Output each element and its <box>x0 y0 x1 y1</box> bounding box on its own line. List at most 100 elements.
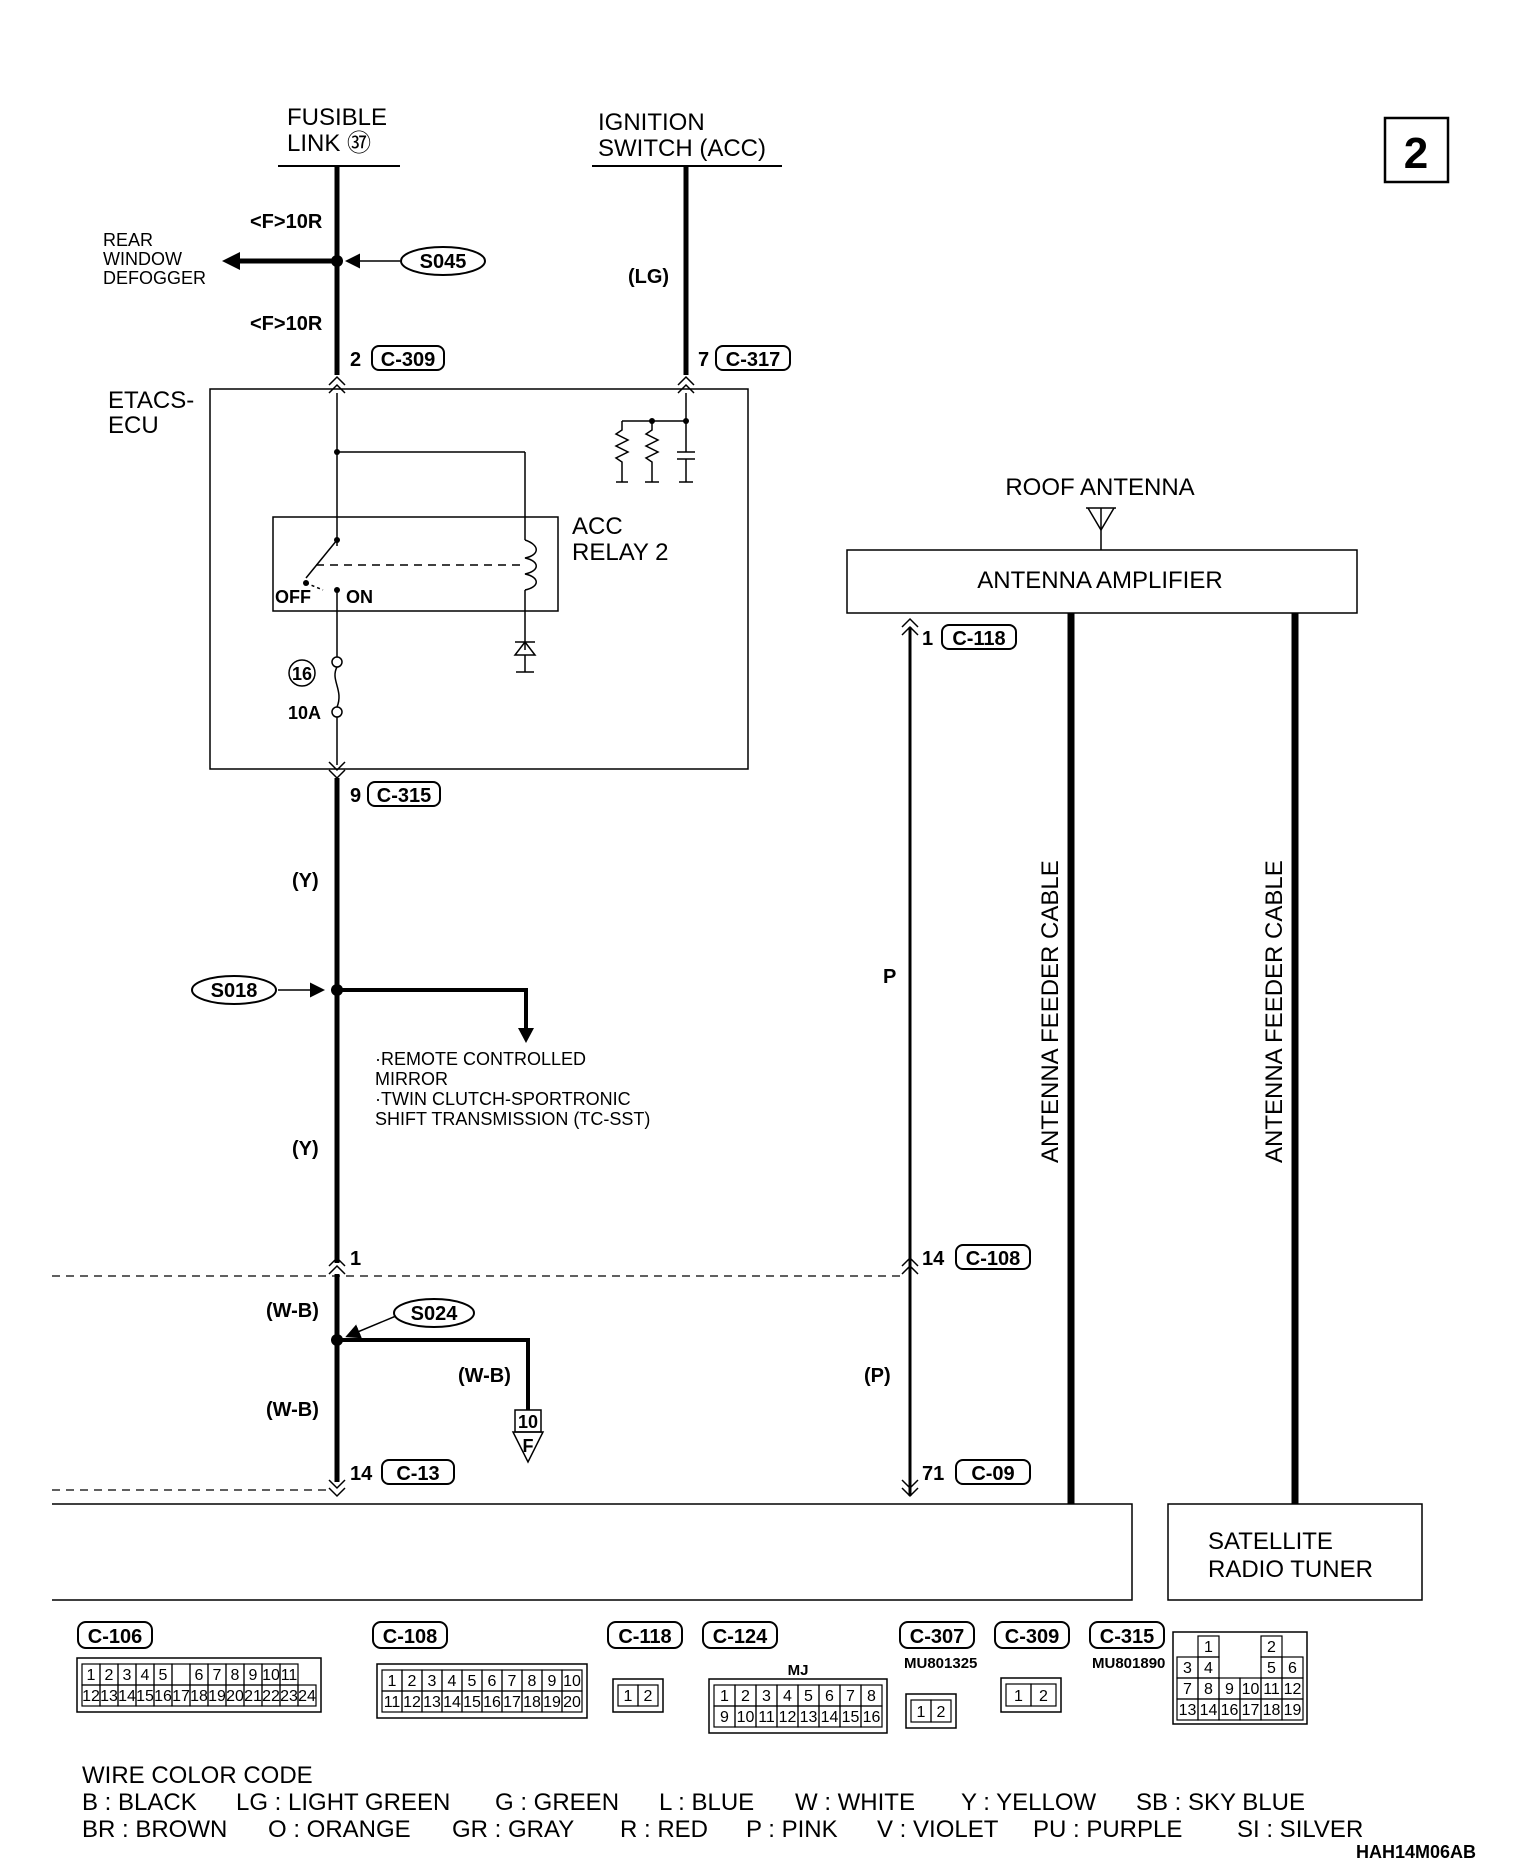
antenna-feeder-cables: ANTENNA FEEDER CABLE ANTENNA FEEDER CABL… <box>1037 613 1299 1504</box>
ignition-switch-source: IGNITION SWITCH (ACC) <box>592 109 782 167</box>
pin-label: 9 <box>720 1709 729 1726</box>
pink-wire: P (P) <box>864 617 919 1498</box>
pin-label: 17 <box>172 1688 190 1705</box>
acc-relay-label-2: RELAY 2 <box>572 539 669 566</box>
satellite-radio-tuner: SATELLITE RADIO TUNER <box>1167 1503 1423 1601</box>
rear-defogger-1: REAR <box>103 230 153 250</box>
pin-label: 18 <box>1263 1702 1281 1719</box>
pin-label: 6 <box>1288 1660 1297 1677</box>
pin-label: 14 <box>443 1694 461 1711</box>
pin-label: 2 <box>644 1688 653 1705</box>
sat-tuner-2: RADIO TUNER <box>1208 1556 1373 1583</box>
page-number: 2 <box>1404 129 1428 178</box>
pin-label: 9 <box>1225 1681 1234 1698</box>
feeder-cable-1: ANTENNA FEEDER CABLE <box>1037 860 1064 1163</box>
pin-label: 4 <box>448 1673 457 1690</box>
pin-label: 8 <box>528 1673 537 1690</box>
pin-label: 17 <box>1242 1702 1260 1719</box>
ignition-label-1: IGNITION <box>598 109 705 136</box>
pin-label: 1 <box>1204 1639 1213 1656</box>
pin-label: 12 <box>1284 1681 1302 1698</box>
connector-id: C-106 <box>88 1626 142 1648</box>
svg-text:C-118: C-118 <box>952 628 1005 650</box>
pin-label: 11 <box>758 1709 775 1726</box>
pin-label: 20 <box>226 1688 244 1705</box>
conn-ref-c309: 2 C-309 <box>350 345 445 371</box>
rear-defogger-3: DEFOGGER <box>103 268 206 288</box>
pin-label: 4 <box>783 1688 792 1705</box>
pin-label: 17 <box>503 1694 521 1711</box>
part-code: HAH14M06AB <box>1356 1842 1476 1862</box>
pin-1-label: 1 <box>350 1248 361 1270</box>
mirror-note-1: ·REMOTE CONTROLLED <box>375 1049 586 1069</box>
pin-label: 16 <box>154 1688 172 1705</box>
wire-color-title: WIRE COLOR CODE <box>82 1762 313 1789</box>
ground-number: 10 <box>518 1412 538 1432</box>
fusible-link-label-1: FUSIBLE <box>287 104 387 131</box>
relay-off: OFF <box>275 587 311 607</box>
pin-label: 10 <box>737 1709 755 1726</box>
pin-label: 1 <box>917 1704 926 1721</box>
svg-text:14: 14 <box>922 1248 945 1270</box>
connector-id: C-307 <box>910 1626 964 1648</box>
svg-text:14: 14 <box>350 1463 373 1485</box>
pin-label: 5 <box>159 1667 168 1684</box>
fuse-amp: 10A <box>288 703 321 723</box>
pin-label: 11 <box>281 1667 298 1684</box>
pin-label: 5 <box>804 1688 813 1705</box>
svg-text:2: 2 <box>350 349 361 371</box>
pin-label: 7 <box>213 1667 222 1684</box>
fusible-link-label-2: LINK ㊲ <box>287 130 371 157</box>
mirror-note-3: ·TWIN CLUTCH-SPORTRONIC <box>375 1089 631 1109</box>
svg-text:C-108: C-108 <box>966 1248 1020 1270</box>
feeder-cable-2: ANTENNA FEEDER CABLE <box>1261 860 1288 1163</box>
mirror-note-4: SHIFT TRANSMISSION (TC-SST) <box>375 1109 650 1129</box>
pin-label: 1 <box>388 1673 397 1690</box>
conn-ref-c13: 14 C-13 <box>328 1459 455 1498</box>
pin-label: 9 <box>249 1667 258 1684</box>
splice-s018: S018 <box>211 980 258 1002</box>
relay-on: ON <box>346 587 373 607</box>
pin-label: 13 <box>423 1694 441 1711</box>
pin-label: 9 <box>548 1673 557 1690</box>
connector-id: C-315 <box>1100 1626 1154 1648</box>
fuse-number: 16 <box>292 664 312 684</box>
connector-id: C-118 <box>618 1626 671 1648</box>
wb-label-2: (W-B) <box>266 1399 319 1421</box>
pin-label: 19 <box>1284 1702 1302 1719</box>
y-wire-label-1: (Y) <box>292 870 319 892</box>
wire-color-entry: P : PINK <box>746 1816 838 1843</box>
wire-color-entry: LG : LIGHT GREEN <box>236 1789 450 1816</box>
pin-label: 2 <box>741 1688 750 1705</box>
pin-label: 6 <box>195 1667 204 1684</box>
pin-label: 3 <box>123 1667 132 1684</box>
wire-color-entry: L : BLUE <box>659 1789 754 1816</box>
fusible-link-source: FUSIBLE LINK ㊲ <box>278 104 400 167</box>
page-number-box: 2 <box>1383 116 1450 184</box>
conn-ref-c315: 9 C-315 <box>350 781 441 807</box>
pin-label: 1 <box>720 1688 729 1705</box>
connector-id: C-309 <box>1005 1626 1059 1648</box>
pin-label: 7 <box>846 1688 855 1705</box>
pin-label: 24 <box>298 1688 316 1705</box>
wire-color-entry: G : GREEN <box>495 1789 619 1816</box>
connector-tag: MJ <box>788 1662 809 1679</box>
pin-label: 2 <box>105 1667 114 1684</box>
pin-label: 8 <box>867 1688 876 1705</box>
rear-defogger-2: WINDOW <box>103 249 182 269</box>
pin-label: 2 <box>1039 1688 1048 1705</box>
pin-label: 4 <box>1204 1660 1213 1677</box>
pin-label: 2 <box>408 1673 417 1690</box>
pin-label: 15 <box>136 1688 154 1705</box>
pin-label: 12 <box>403 1694 421 1711</box>
main-wire-fusible: <F>10R <F>10R REAR WINDOW DEFOGGER S045 <box>103 166 486 375</box>
f10r-bottom-label: <F>10R <box>250 313 323 335</box>
svg-text:C-317: C-317 <box>726 349 780 371</box>
